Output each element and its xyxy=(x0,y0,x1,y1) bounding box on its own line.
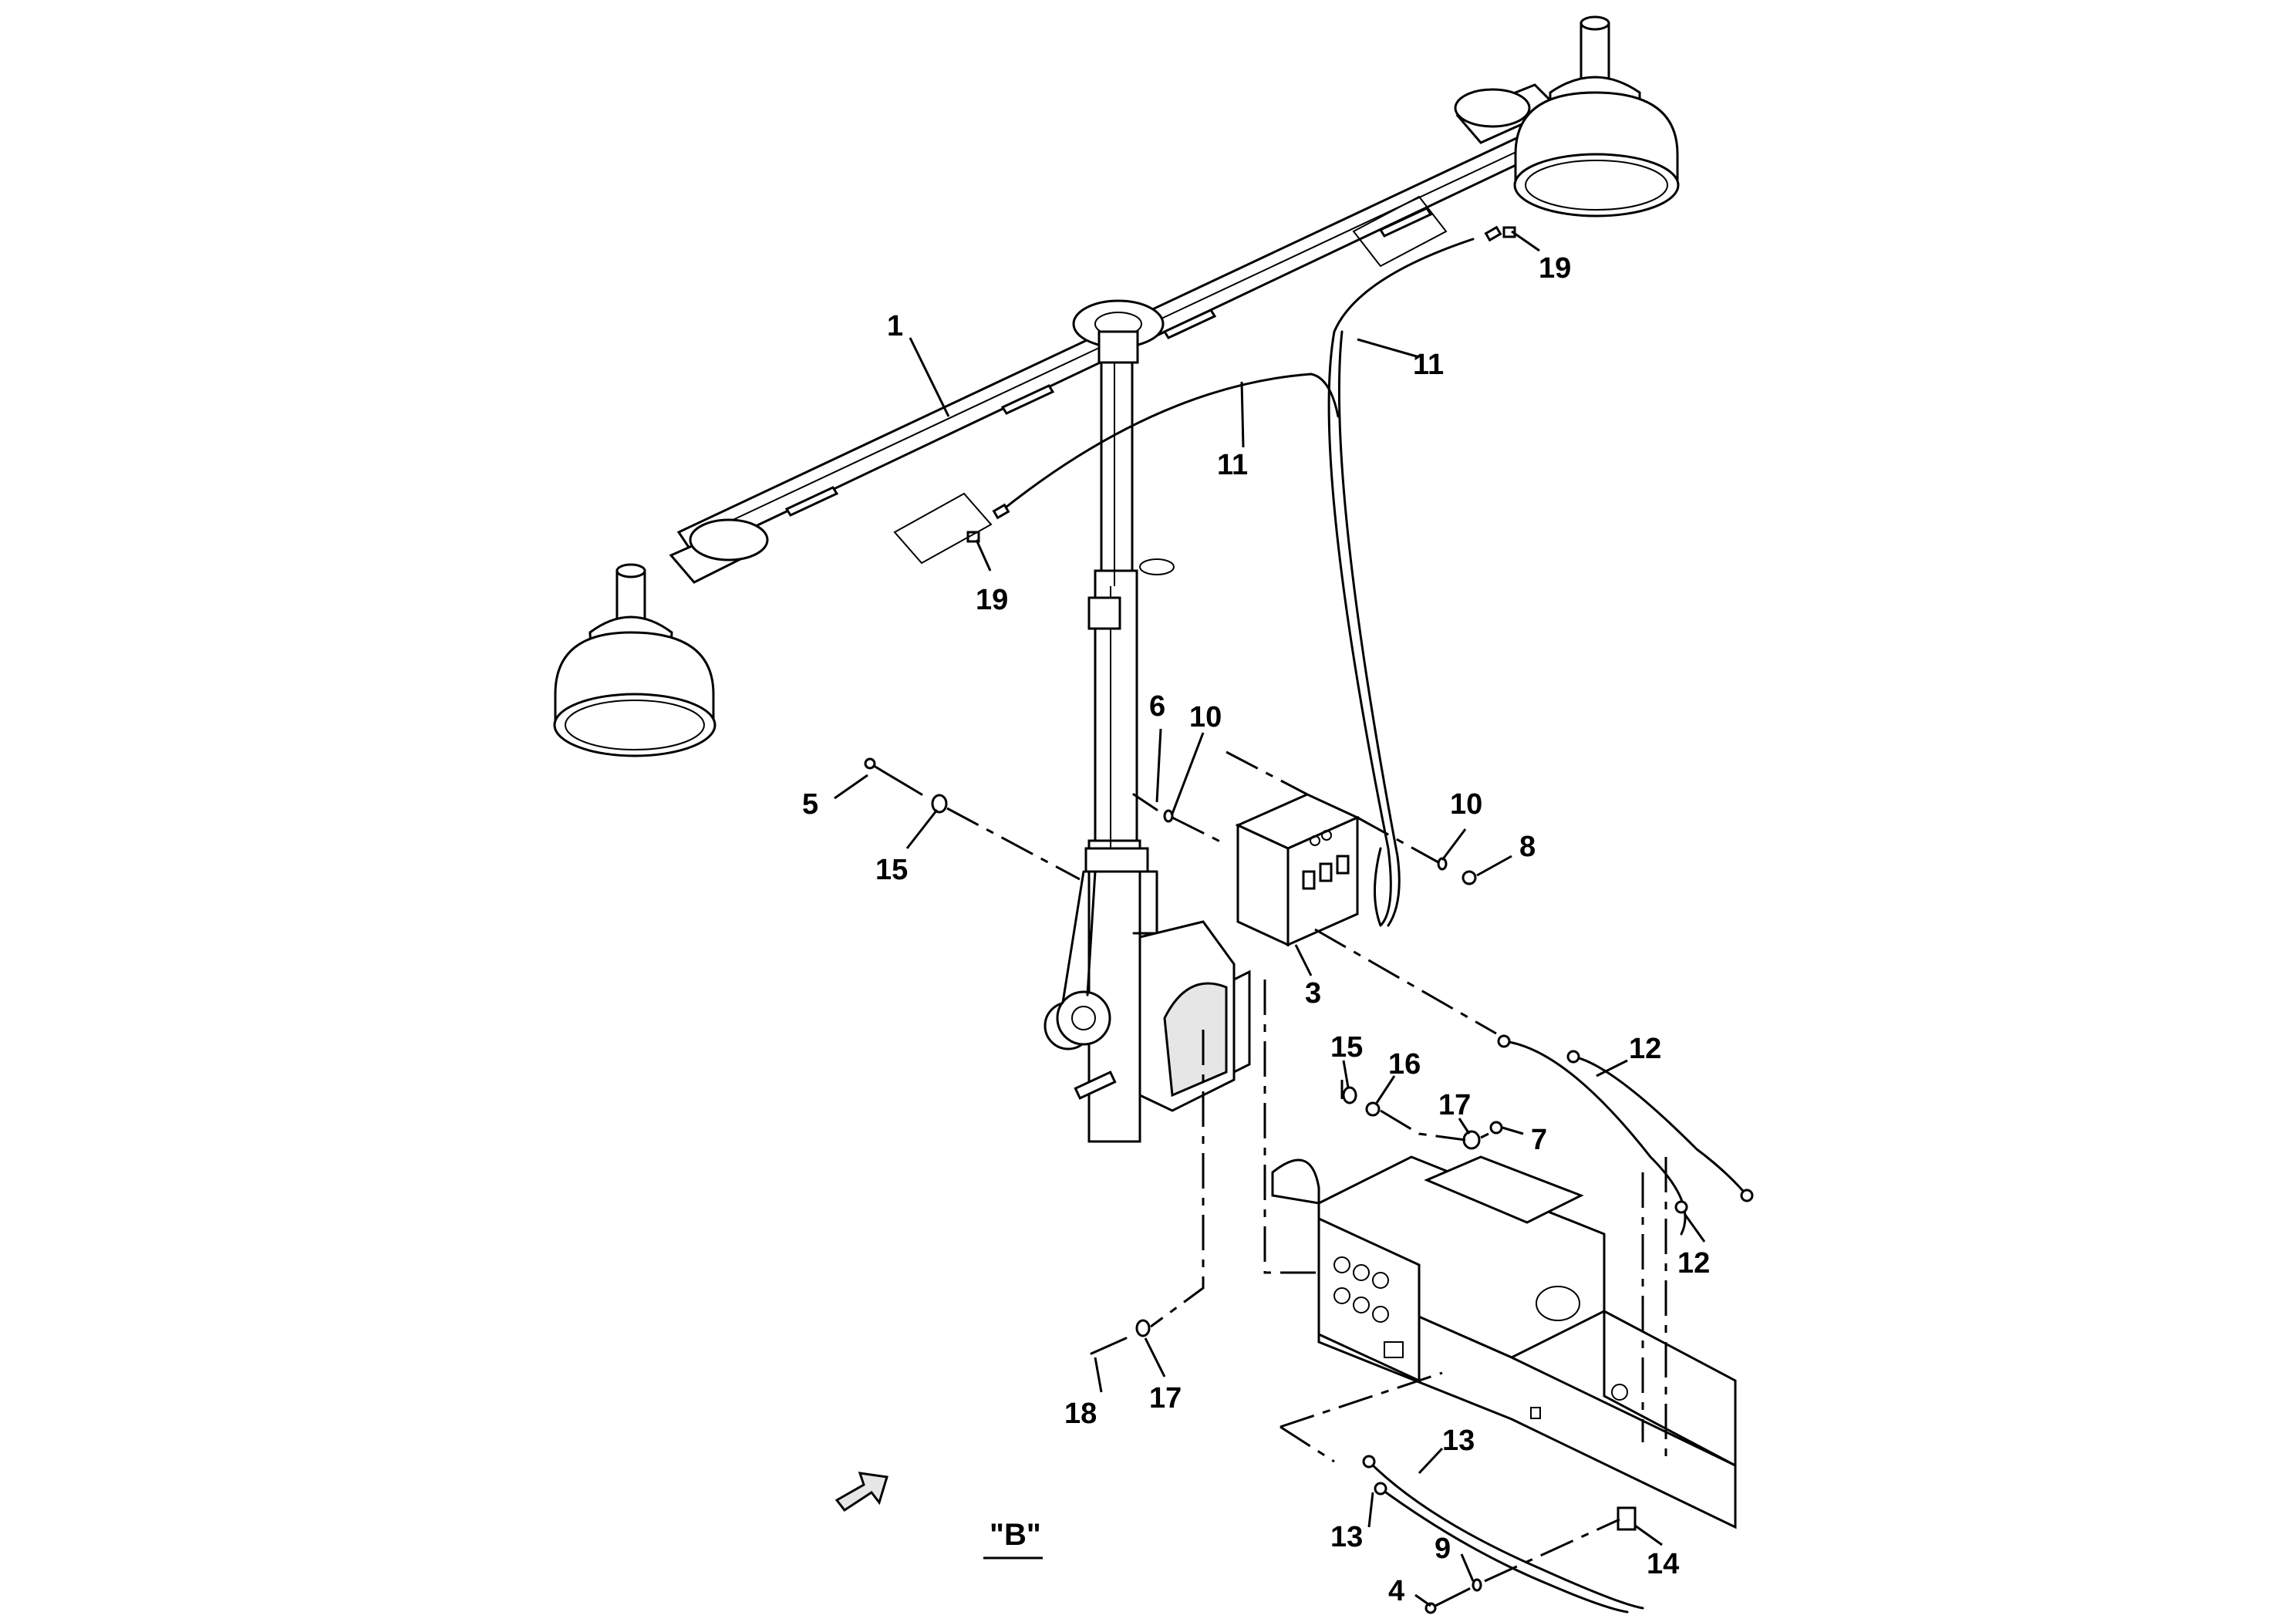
callout-17b: 17 xyxy=(1149,1382,1182,1415)
callout-12b: 12 xyxy=(1677,1247,1710,1280)
washer-15-right xyxy=(1342,1086,1357,1104)
bolt-5 xyxy=(864,757,923,796)
callout-11a: 11 xyxy=(1217,449,1248,481)
callout-13a: 13 xyxy=(1442,1425,1475,1457)
callout-16: 16 xyxy=(1388,1048,1421,1081)
cable-13 xyxy=(1362,1455,1644,1614)
callout-19a: 19 xyxy=(976,584,1008,616)
washer-15-left xyxy=(931,794,948,814)
washer-10-left xyxy=(1163,809,1174,823)
callout-13b: 13 xyxy=(1330,1521,1363,1553)
callout-10a: 10 xyxy=(1189,701,1222,733)
callout-8: 8 xyxy=(1519,831,1536,863)
mast-assembly xyxy=(1043,361,1251,1143)
right-lamp-head xyxy=(1513,15,1680,218)
nut-8 xyxy=(1462,870,1477,885)
callout-3: 3 xyxy=(1305,977,1321,1010)
view-direction-arrow xyxy=(834,1472,888,1512)
callout-19b: 19 xyxy=(1539,252,1571,285)
callout-15b: 15 xyxy=(1330,1031,1363,1064)
washer-9 xyxy=(1472,1578,1482,1592)
callout-6: 6 xyxy=(1149,690,1165,723)
callout-4: 4 xyxy=(1388,1575,1404,1607)
callout-1: 1 xyxy=(887,310,903,342)
callout-5: 5 xyxy=(802,788,818,821)
callout-18: 18 xyxy=(1064,1398,1097,1430)
bolt-4 xyxy=(1424,1587,1471,1614)
callout-11b: 11 xyxy=(1413,349,1444,381)
callout-7: 7 xyxy=(1531,1124,1547,1156)
bolt-7 xyxy=(1489,1121,1503,1135)
bolt-18 xyxy=(1090,1337,1128,1355)
clamp-14 xyxy=(1617,1506,1637,1531)
decal-right xyxy=(1352,195,1448,268)
base-frame xyxy=(1271,1155,1737,1529)
assembly-lines xyxy=(946,750,1667,1583)
plug-19-right xyxy=(1484,225,1516,242)
cable-11-left xyxy=(997,373,1340,514)
control-box xyxy=(1235,793,1360,947)
plug-19-left xyxy=(966,503,1010,543)
callout-15a: 15 xyxy=(875,854,908,886)
callout-17a: 17 xyxy=(1438,1089,1471,1121)
left-lamp-head xyxy=(553,563,716,757)
callout-14: 14 xyxy=(1647,1548,1679,1580)
washer-17-upper xyxy=(1462,1130,1481,1150)
callout-labels: 1 3 4 5 6 7 8 9 10 10 11 11 12 12 13 13 … xyxy=(802,252,1710,1607)
cable-12 xyxy=(1497,1034,1754,1236)
washer-17-lower xyxy=(1135,1319,1151,1337)
callout-10b: 10 xyxy=(1450,788,1482,821)
view-label-b: "B" xyxy=(990,1518,1041,1552)
light-bar-assembly xyxy=(669,83,1560,584)
screw-6 xyxy=(1132,793,1158,811)
callout-9: 9 xyxy=(1435,1533,1451,1565)
nut-16 xyxy=(1365,1101,1381,1117)
leader-lines xyxy=(834,230,1706,1607)
callout-12a: 12 xyxy=(1629,1033,1661,1065)
washer-10-right xyxy=(1437,857,1448,871)
decal-left xyxy=(893,492,993,565)
